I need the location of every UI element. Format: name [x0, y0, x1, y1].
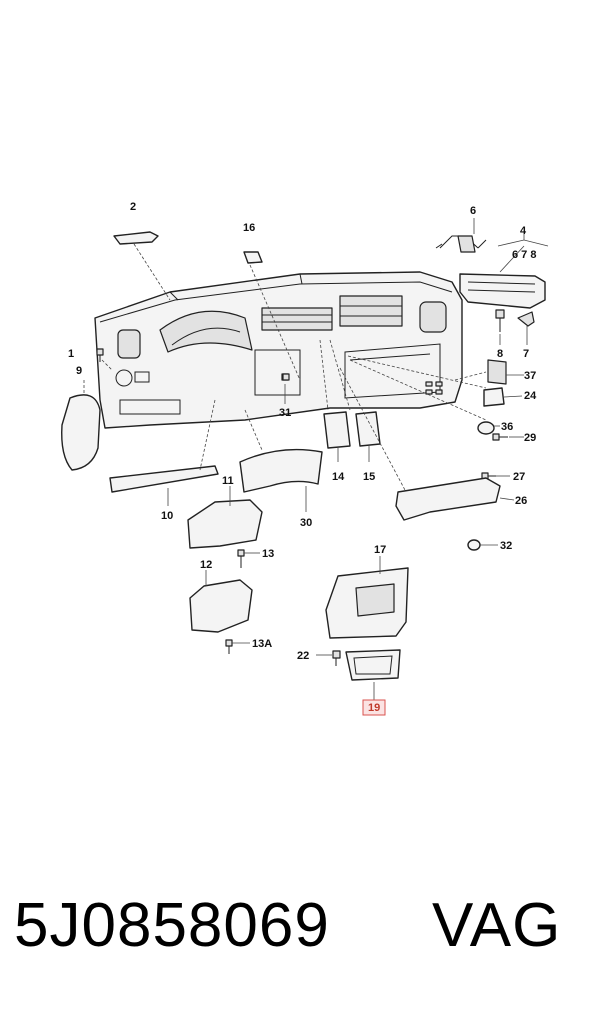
- part-11: [187, 499, 263, 549]
- callout-26: 26: [515, 495, 527, 507]
- part-4: [459, 273, 546, 309]
- part-29: [492, 433, 508, 441]
- callout-15: 15: [363, 471, 375, 483]
- callout-22: 22: [297, 650, 309, 662]
- part-24: [483, 387, 505, 407]
- callout-13A: 13A: [252, 638, 272, 650]
- leader-lines: [83, 218, 549, 700]
- callout-17: 17: [374, 544, 386, 556]
- callout-13: 13: [262, 548, 274, 560]
- part-37: [487, 359, 507, 385]
- part-9: [61, 394, 101, 471]
- part-12: [189, 579, 253, 633]
- part-number: 5J0858069: [14, 891, 330, 960]
- part-30: [239, 448, 323, 493]
- part-1: [96, 348, 104, 362]
- callout-10: 10: [161, 510, 173, 522]
- callout-27: 27: [513, 471, 525, 483]
- callout-9: 9: [76, 365, 82, 377]
- part-15: [355, 411, 381, 447]
- part-13A: [225, 639, 233, 654]
- callout-32: 32: [500, 540, 512, 552]
- callout-30: 30: [300, 517, 312, 529]
- callout-31: 31: [279, 407, 291, 419]
- part-19: [345, 649, 401, 681]
- brand-name: VAG: [432, 891, 562, 960]
- part-2: [113, 231, 159, 245]
- part-7: [517, 311, 535, 327]
- part-16: [243, 251, 263, 264]
- callout-14: 14: [332, 471, 345, 483]
- part-6: [435, 235, 487, 253]
- callout-11: 11: [222, 475, 234, 487]
- callout-4: 4: [520, 225, 527, 237]
- callout-16: 16: [243, 222, 255, 234]
- callouts: 2 16 6 4 6 7 8 8 7 1 9 37 24 31 36 29 14…: [68, 201, 537, 716]
- part-22: [332, 650, 341, 666]
- callout-36: 36: [501, 421, 513, 433]
- dashboard-panel: [94, 271, 463, 429]
- callout-6: 6: [470, 205, 476, 217]
- callout-7: 7: [523, 348, 529, 360]
- callout-37: 37: [524, 370, 536, 382]
- part-8: [495, 309, 505, 332]
- part-13: [237, 549, 245, 568]
- callout-19: 19: [368, 702, 380, 714]
- part-32: [467, 539, 481, 551]
- part-31: [282, 373, 290, 381]
- callout-8: 8: [497, 348, 503, 360]
- part-14: [323, 411, 351, 449]
- part-10: [109, 465, 219, 493]
- callout-2: 2: [130, 201, 136, 213]
- callout-19-highlight: [362, 699, 386, 716]
- part-26: [395, 477, 501, 521]
- callout-24: 24: [524, 390, 537, 402]
- callout-1: 1: [68, 348, 74, 360]
- part-36: [477, 421, 495, 435]
- callout-group-678: 6 7 8: [512, 249, 536, 261]
- callout-29: 29: [524, 432, 536, 444]
- callout-12: 12: [200, 559, 212, 571]
